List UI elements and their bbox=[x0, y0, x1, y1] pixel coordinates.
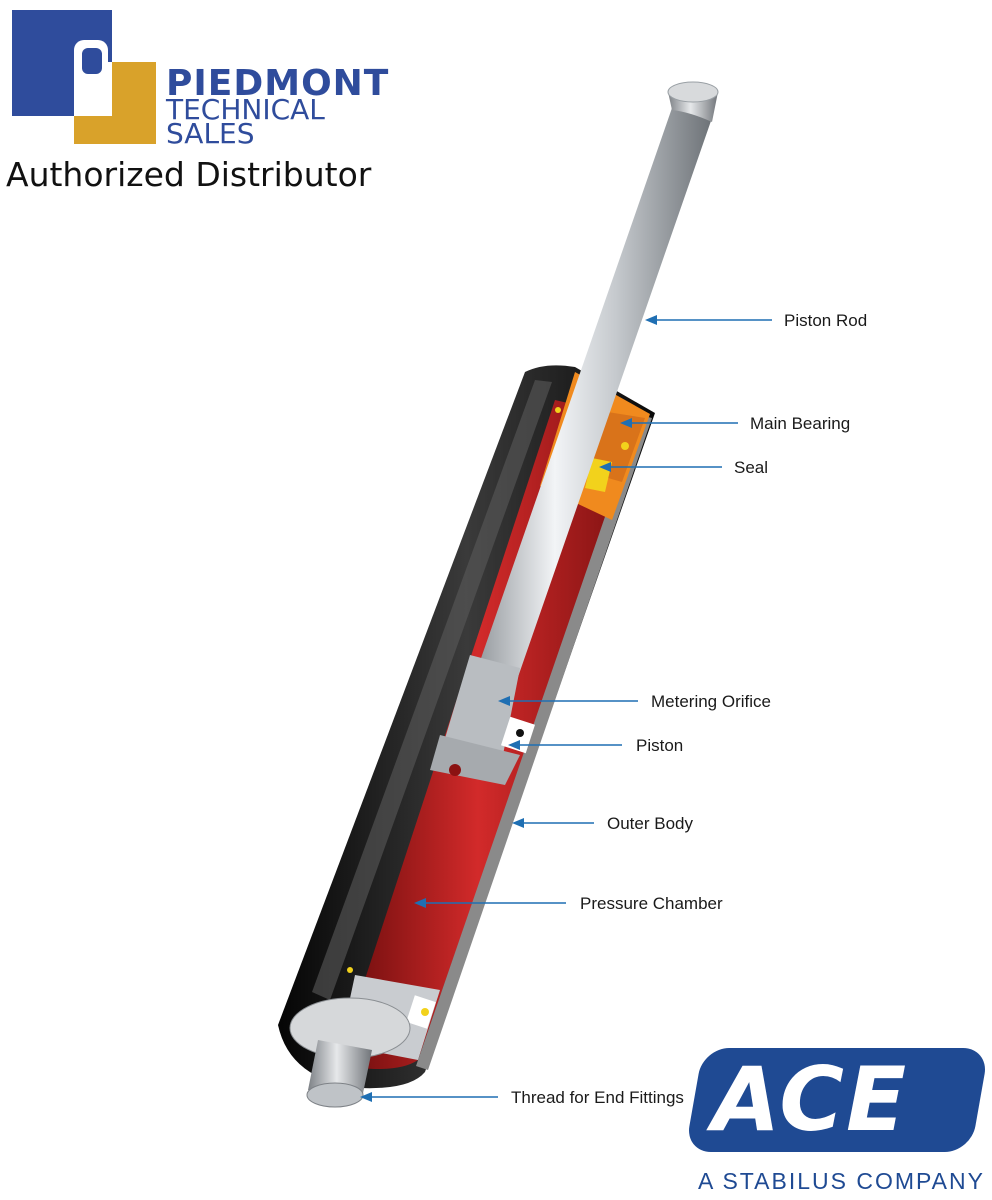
rod-thread bbox=[667, 81, 719, 122]
arrowhead-piston bbox=[508, 740, 520, 750]
piedmont-p-icon bbox=[12, 10, 156, 144]
label-piston-rod: Piston Rod bbox=[784, 311, 868, 330]
leader-lines bbox=[360, 315, 772, 1102]
arrowhead-thread bbox=[360, 1092, 372, 1102]
cut-wall-edge bbox=[416, 415, 652, 1070]
arrowhead-main-bearing bbox=[620, 418, 632, 428]
label-outer-body: Outer Body bbox=[607, 814, 693, 833]
seal-dot-1 bbox=[621, 442, 629, 450]
piston-assembly bbox=[430, 655, 535, 785]
arrowhead-metering-orifice bbox=[498, 696, 510, 706]
arrowhead-pressure-chamber bbox=[414, 898, 426, 908]
label-piston: Piston bbox=[636, 736, 684, 755]
seal-dot-2 bbox=[555, 407, 561, 413]
label-thread: Thread for End Fittings bbox=[511, 1088, 684, 1107]
label-pressure-chamber: Pressure Chamber bbox=[580, 894, 723, 913]
end-cap bbox=[289, 967, 440, 1060]
arrowhead-seal bbox=[599, 462, 611, 472]
tagline: Authorized Distributor bbox=[6, 155, 372, 194]
brand-line2: TECHNICAL bbox=[166, 93, 325, 126]
end-thread bbox=[306, 1040, 372, 1108]
arrowhead-outer-body bbox=[512, 818, 524, 828]
piedmont-logo bbox=[10, 10, 160, 150]
ace-subtitle: A STABILUS COMPANY bbox=[698, 1168, 985, 1194]
shell-highlight bbox=[312, 380, 552, 1000]
arrowhead-piston-rod bbox=[645, 315, 657, 325]
label-metering-orifice: Metering Orifice bbox=[651, 692, 771, 711]
brand-line3: SALES bbox=[166, 117, 255, 150]
brand-name: PIEDMONT bbox=[166, 63, 390, 104]
label-main-bearing: Main Bearing bbox=[750, 414, 851, 433]
ace-logo-text: ACE bbox=[712, 1048, 909, 1151]
label-seal: Seal bbox=[734, 458, 769, 477]
piston-rod bbox=[470, 108, 712, 700]
